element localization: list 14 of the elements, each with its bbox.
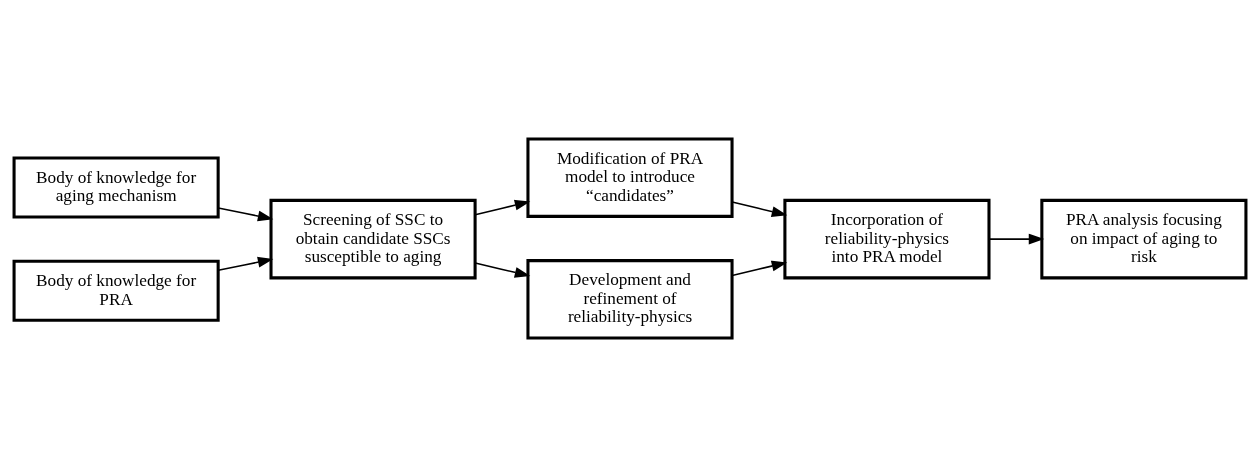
arrow (474, 199, 531, 216)
node-box: Incorporation of reliability-physics into PRA model (783, 198, 991, 279)
arrow (474, 261, 531, 278)
arrow (217, 206, 274, 221)
node-box: Modification of PRA model to introduce “candidates” (526, 136, 734, 218)
node-box: Development and refinement of reliability-physics (526, 258, 734, 340)
arrow (731, 260, 788, 276)
arrow (731, 200, 788, 217)
node-box: Screening of SSC to obtain candidate SSCs susceptible to aging (269, 198, 477, 279)
node-box: PRA analysis focusing on impact of aging to risk (1040, 198, 1248, 279)
node-box: Body of knowledge for PRA (12, 259, 220, 322)
arrow (988, 233, 1045, 245)
arrow (217, 256, 274, 271)
node-box: Body of knowledge for aging mechanism (12, 155, 220, 219)
